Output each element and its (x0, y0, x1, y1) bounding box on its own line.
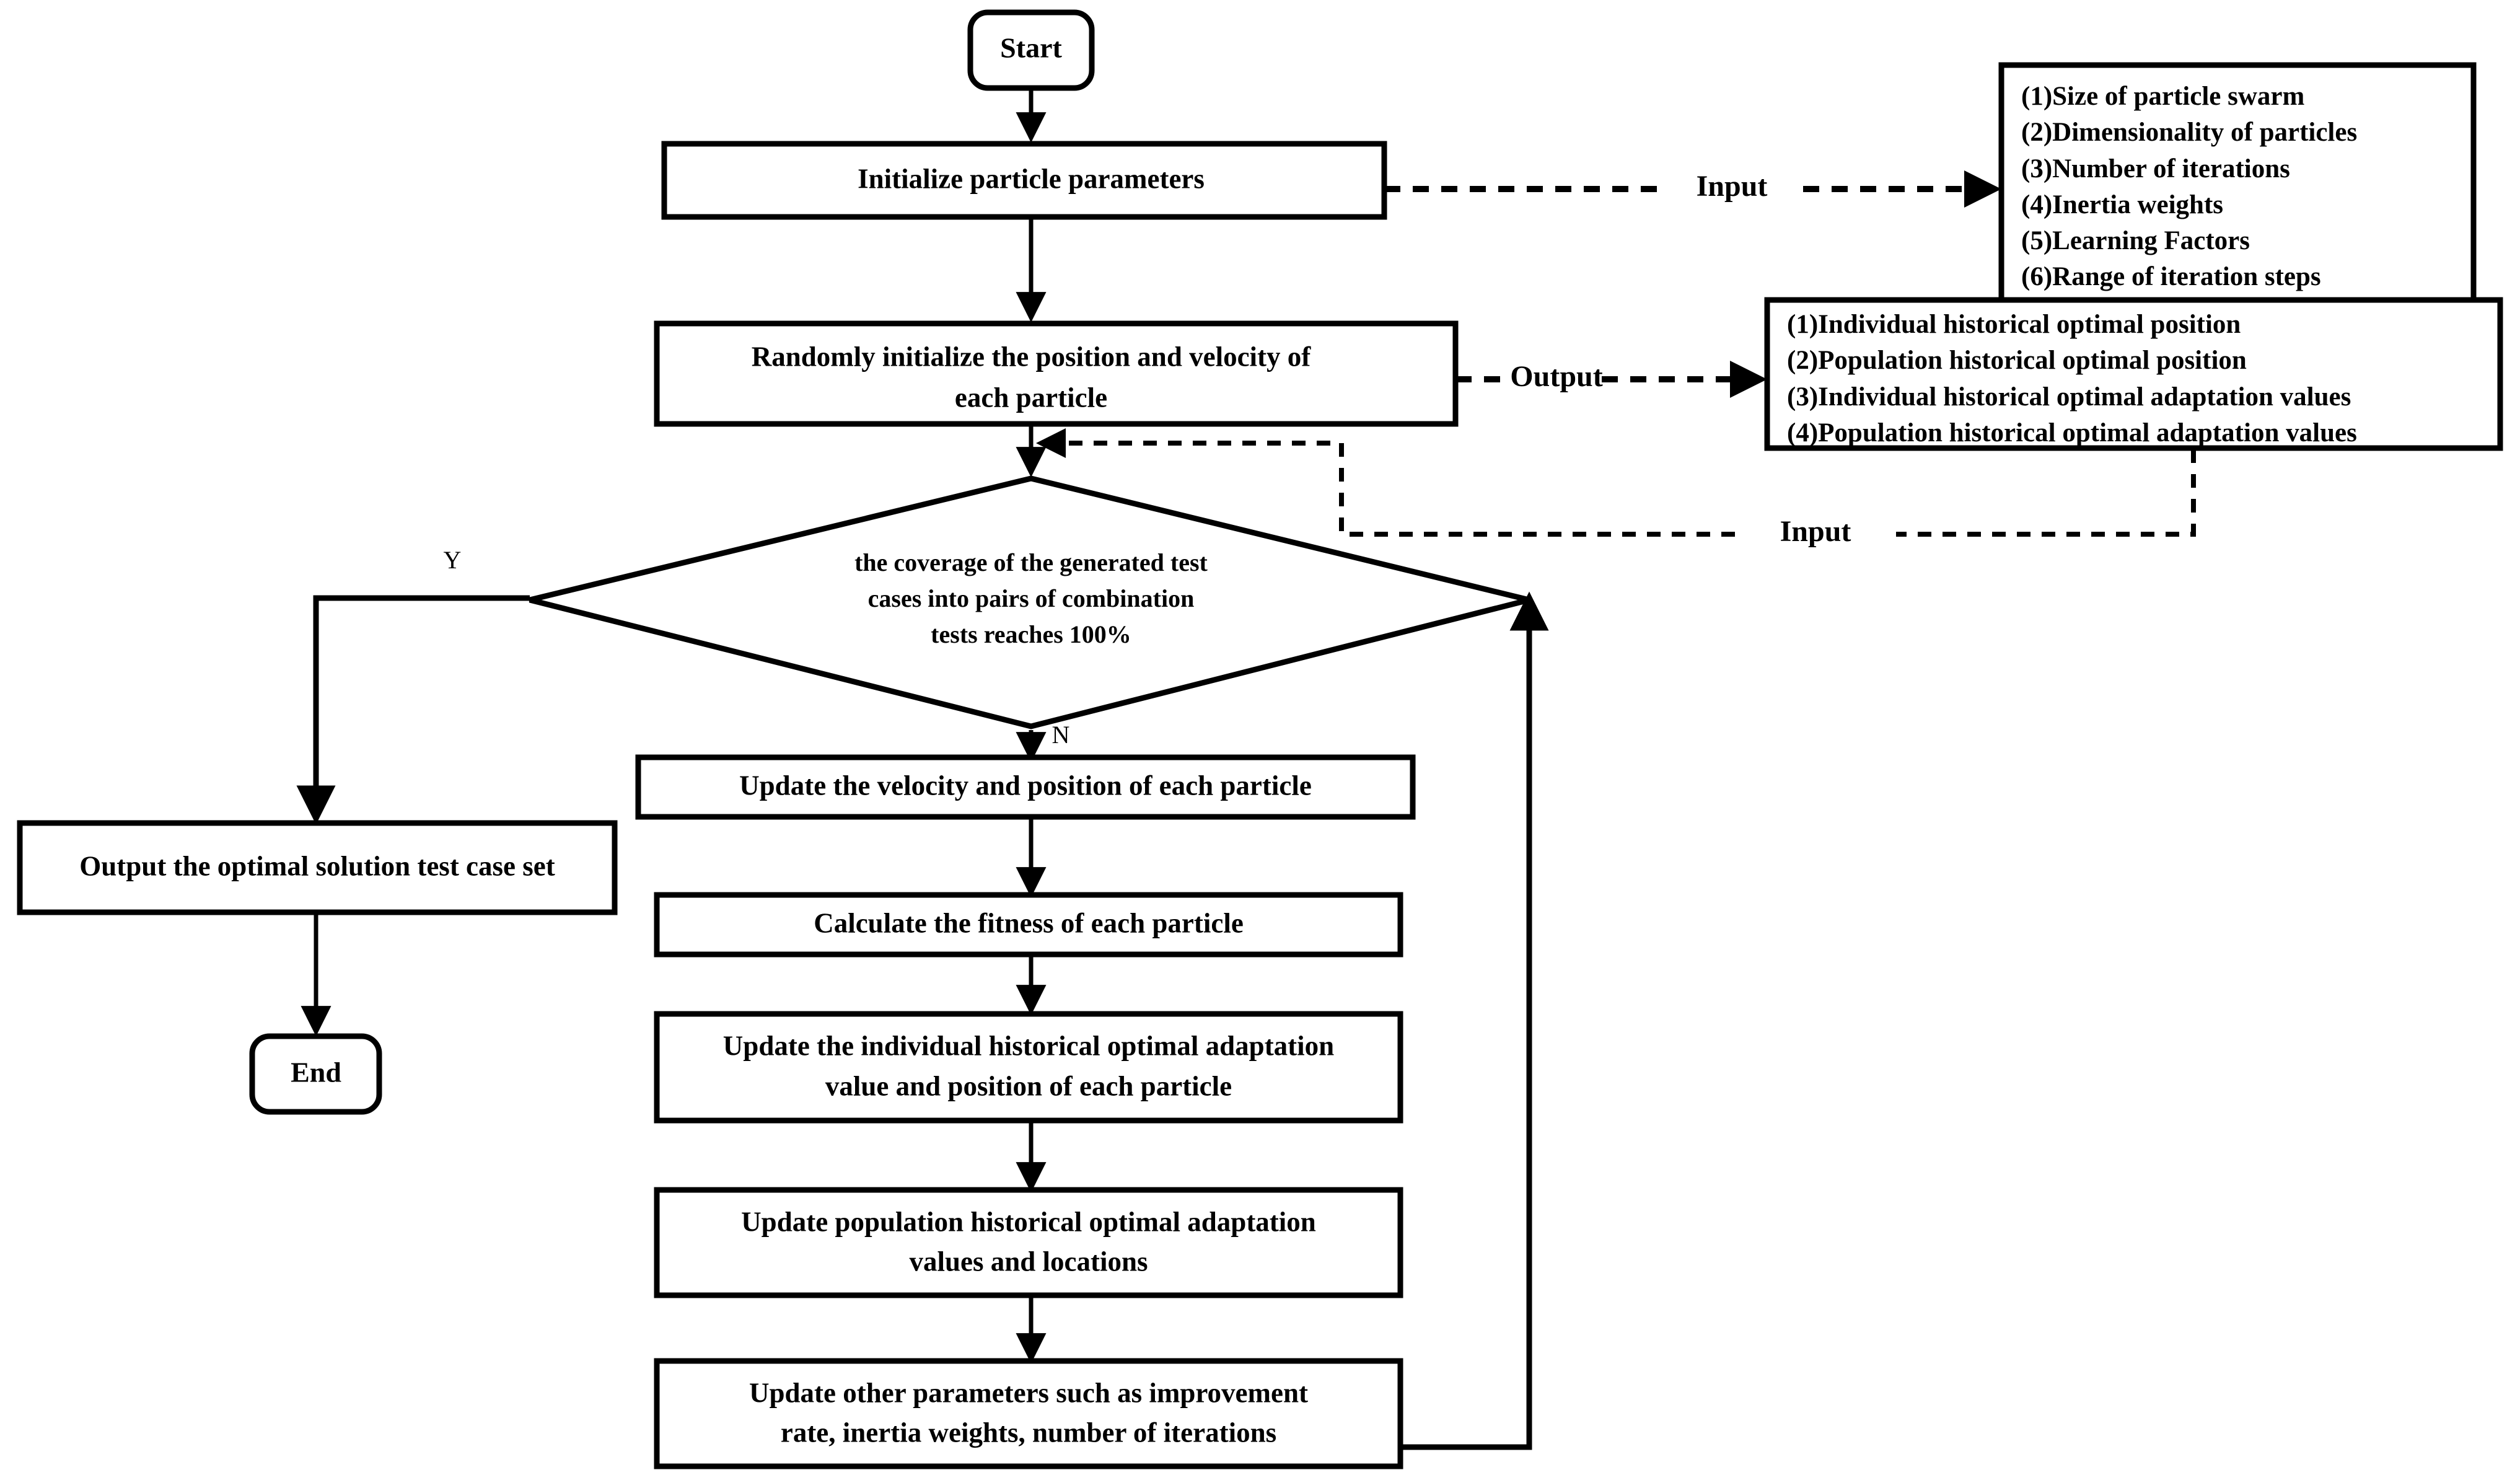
node-decision-label-line1: the coverage of the generated test (854, 548, 1208, 576)
dashed-panel-down (1896, 449, 2196, 537)
panel-output-item-4: (4)Population historical optimal adaptat… (1787, 418, 2357, 447)
branch-label-no: N (1052, 721, 1070, 749)
node-decision-label-line3: tests reaches 100% (931, 620, 1131, 648)
panel-input-item-4: (4)Inertia weights (2021, 190, 2223, 219)
node-update-other-label-line1: Update other parameters such as improvem… (749, 1377, 1308, 1408)
edge-decision-yes (296, 595, 530, 825)
node-update-individual-label-line1: Update the individual historical optimal… (723, 1030, 1334, 1061)
panel-input-parameters[interactable] (1998, 62, 2477, 305)
node-start-label: Start (1000, 32, 1062, 64)
node-calc-fitness[interactable] (654, 892, 1403, 958)
node-update-velocity[interactable] (635, 754, 1416, 820)
node-update-other-label-line2: rate, inertia weights, number of iterati… (781, 1417, 1276, 1448)
panel-input-item-5: (5)Learning Factors (2021, 226, 2250, 255)
panel-input-item-1: (1)Size of particle swarm (2021, 82, 2304, 111)
node-start[interactable] (967, 9, 1095, 91)
node-output-solution[interactable] (17, 820, 618, 915)
node-init-params[interactable] (661, 141, 1387, 220)
edge-label-output-mid: Output (1510, 360, 1602, 393)
panel-output-values[interactable] (1764, 297, 2503, 451)
panel-output-item-3: (3)Individual historical optimal adaptat… (1787, 382, 2351, 412)
panel-input-item-2: (2)Dimensionality of particles (2021, 118, 2357, 147)
node-calc-fitness-label: Calculate the fitness of each particle (814, 907, 1244, 938)
node-update-individual[interactable] (654, 1011, 1403, 1124)
edge-label-input-bottom: Input (1780, 515, 1851, 548)
node-update-population-label-line2: values and locations (909, 1246, 1148, 1277)
branch-label-yes: Y (444, 546, 462, 574)
node-decision-label-line2: cases into pairs of combination (868, 584, 1195, 612)
node-end[interactable] (249, 1033, 382, 1115)
node-update-population-label-line1: Update population historical optimal ada… (741, 1206, 1316, 1237)
node-output-solution-label: Output the optimal solution test case se… (79, 850, 555, 881)
edge-label-input-top: Input (1697, 170, 1768, 203)
node-end-label: End (291, 1057, 341, 1088)
panel-input-item-3: (3)Number of iterations (2021, 154, 2290, 183)
panel-output-item-2: (2)Population historical optimal positio… (1787, 346, 2247, 375)
node-decision-coverage[interactable] (529, 475, 1530, 729)
node-update-individual-label-line2: value and position of each particle (825, 1070, 1232, 1101)
node-init-params-label: Initialize particle parameters (858, 163, 1205, 194)
panel-input-item-6: (6)Range of iteration steps (2021, 262, 2321, 291)
node-update-population[interactable] (654, 1187, 1403, 1298)
node-random-init-label-line2: each particle (955, 382, 1107, 413)
node-random-init-label-line1: Randomly initialize the position and vel… (752, 341, 1312, 372)
node-update-velocity-label: Update the velocity and position of each… (739, 770, 1312, 801)
node-random-init[interactable] (654, 320, 1459, 427)
node-update-other[interactable] (654, 1358, 1403, 1469)
panel-output-item-1: (1)Individual historical optimal positio… (1787, 310, 2241, 339)
